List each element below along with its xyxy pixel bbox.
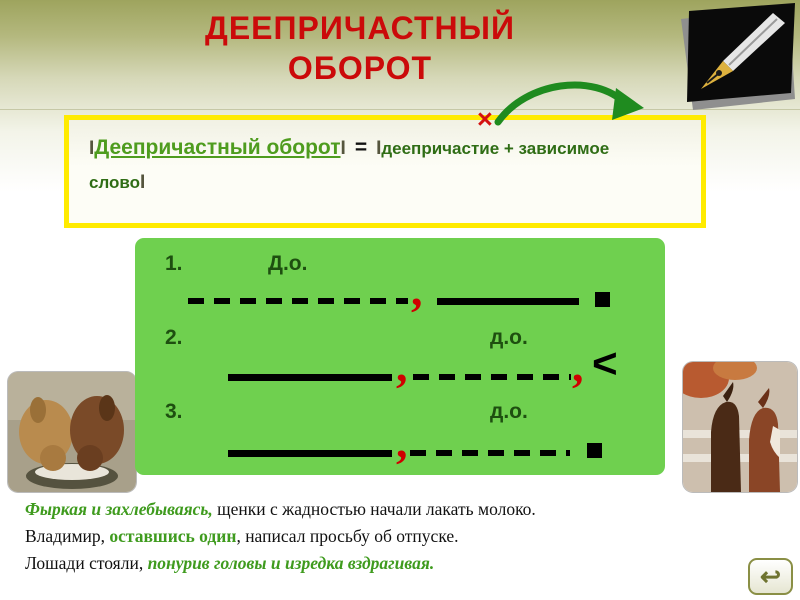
page-title-line1: ДЕЕПРИЧАСТНЫЙ — [205, 10, 515, 46]
curved-arrow-icon — [494, 81, 644, 126]
main-clause-line — [228, 374, 392, 381]
horses-photo — [683, 362, 797, 492]
sentence-post: щенки с жадностью начали лакать молоко. — [212, 499, 536, 519]
main-clause-line — [228, 450, 392, 457]
scheme-number: 3. — [165, 400, 183, 423]
definition-line1: IДеепричастный оборотI=Iдеепричастие + з… — [89, 136, 685, 160]
return-arrow-icon: ↩ — [760, 562, 781, 591]
period-square — [587, 443, 602, 458]
section-divider — [0, 109, 800, 110]
participle-dashed-line — [188, 298, 408, 304]
sentence-pre: Лошади стояли, — [25, 553, 148, 573]
sentence-post: , написал просьбу об отпуске. — [236, 526, 459, 546]
main-clause-line — [437, 298, 579, 305]
schemes-panel: 1. Д.о. , 2. д.о. , , < 3. д.о. , — [135, 238, 665, 475]
scheme-row-2: 2. д.о. , , < — [135, 324, 665, 400]
definition-box: IДеепричастный оборотI=Iдеепричастие + з… — [64, 115, 706, 228]
do-label: Д.о. — [268, 252, 308, 275]
example-sentences: Фыркая и захлебываясь, щенки с жадностью… — [25, 496, 773, 577]
comma-mark: , — [572, 340, 584, 391]
do-label: д.о. — [490, 326, 528, 349]
definition-expansion-word: слово — [89, 173, 141, 192]
example-sentence: Лошади стояли, понурив головы и изредка … — [25, 550, 773, 577]
sentence-highlight: оставшись один — [109, 526, 237, 546]
scheme-number: 2. — [165, 326, 183, 349]
definition-line2: словоI — [89, 172, 685, 194]
participle-dashed-line — [413, 374, 571, 380]
sentence-highlight: Фыркая и захлебываясь, — [25, 499, 213, 519]
pen-icon — [677, 3, 797, 111]
page-title-line2: ОБОРОТ — [287, 50, 433, 86]
puppies-photo — [8, 372, 136, 492]
comma-mark: , — [411, 264, 423, 315]
sentence-highlight: понурив головы и изредка вздрагивая. — [147, 553, 435, 573]
period-square — [595, 292, 610, 307]
comma-mark: , — [396, 416, 408, 467]
boundary-bar-icon: I — [376, 138, 382, 159]
comma-mark: , — [396, 340, 408, 391]
do-label: д.о. — [490, 400, 528, 423]
boundary-bar-icon: I — [340, 138, 346, 159]
back-button[interactable]: ↩ — [748, 558, 793, 595]
definition-expansion: деепричастие + зависимое — [381, 139, 610, 158]
boundary-bar-icon: I — [89, 138, 95, 159]
participle-dashed-line — [410, 450, 570, 456]
definition-term: Деепричастный оборот — [94, 136, 341, 159]
scheme-number: 1. — [165, 252, 183, 275]
page-title: ДЕЕПРИЧАСТНЫЙ ОБОРОТ — [140, 8, 580, 88]
scheme-row-1: 1. Д.о. , — [135, 250, 665, 320]
scheme-row-3: 3. д.о. , — [135, 398, 665, 470]
equals-sign: = — [354, 136, 368, 159]
boundary-bar-icon: I — [140, 172, 146, 193]
sentence-pre: Владимир, — [25, 526, 110, 546]
continuation-angle: < — [592, 340, 618, 387]
example-sentence: Фыркая и захлебываясь, щенки с жадностью… — [25, 496, 773, 523]
example-sentence: Владимир, оставшись один, написал просьб… — [25, 523, 773, 550]
multiply-cross: × — [477, 104, 493, 134]
